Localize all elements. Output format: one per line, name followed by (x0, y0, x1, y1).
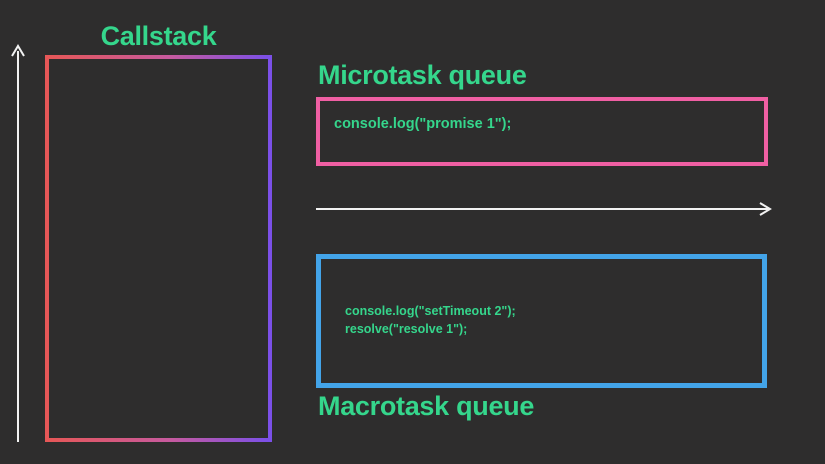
callstack-box (45, 55, 272, 442)
microtask-queue-title: Microtask queue (318, 60, 527, 90)
up-arrow-icon (11, 44, 25, 442)
microtask-code-line: console.log("promise 1"); (334, 116, 512, 132)
microtask-queue-box: console.log("promise 1"); (316, 97, 768, 166)
macrotask-queue-title: Macrotask queue (318, 391, 535, 421)
macrotask-code-line: resolve("resolve 1"); (345, 322, 468, 336)
macrotask-queue-box: console.log("setTimeout 2"); resolve("re… (316, 254, 767, 388)
right-arrow-icon (316, 202, 772, 216)
macrotask-code-line: console.log("setTimeout 2"); (345, 304, 516, 318)
callstack-title: Callstack (100, 21, 217, 51)
